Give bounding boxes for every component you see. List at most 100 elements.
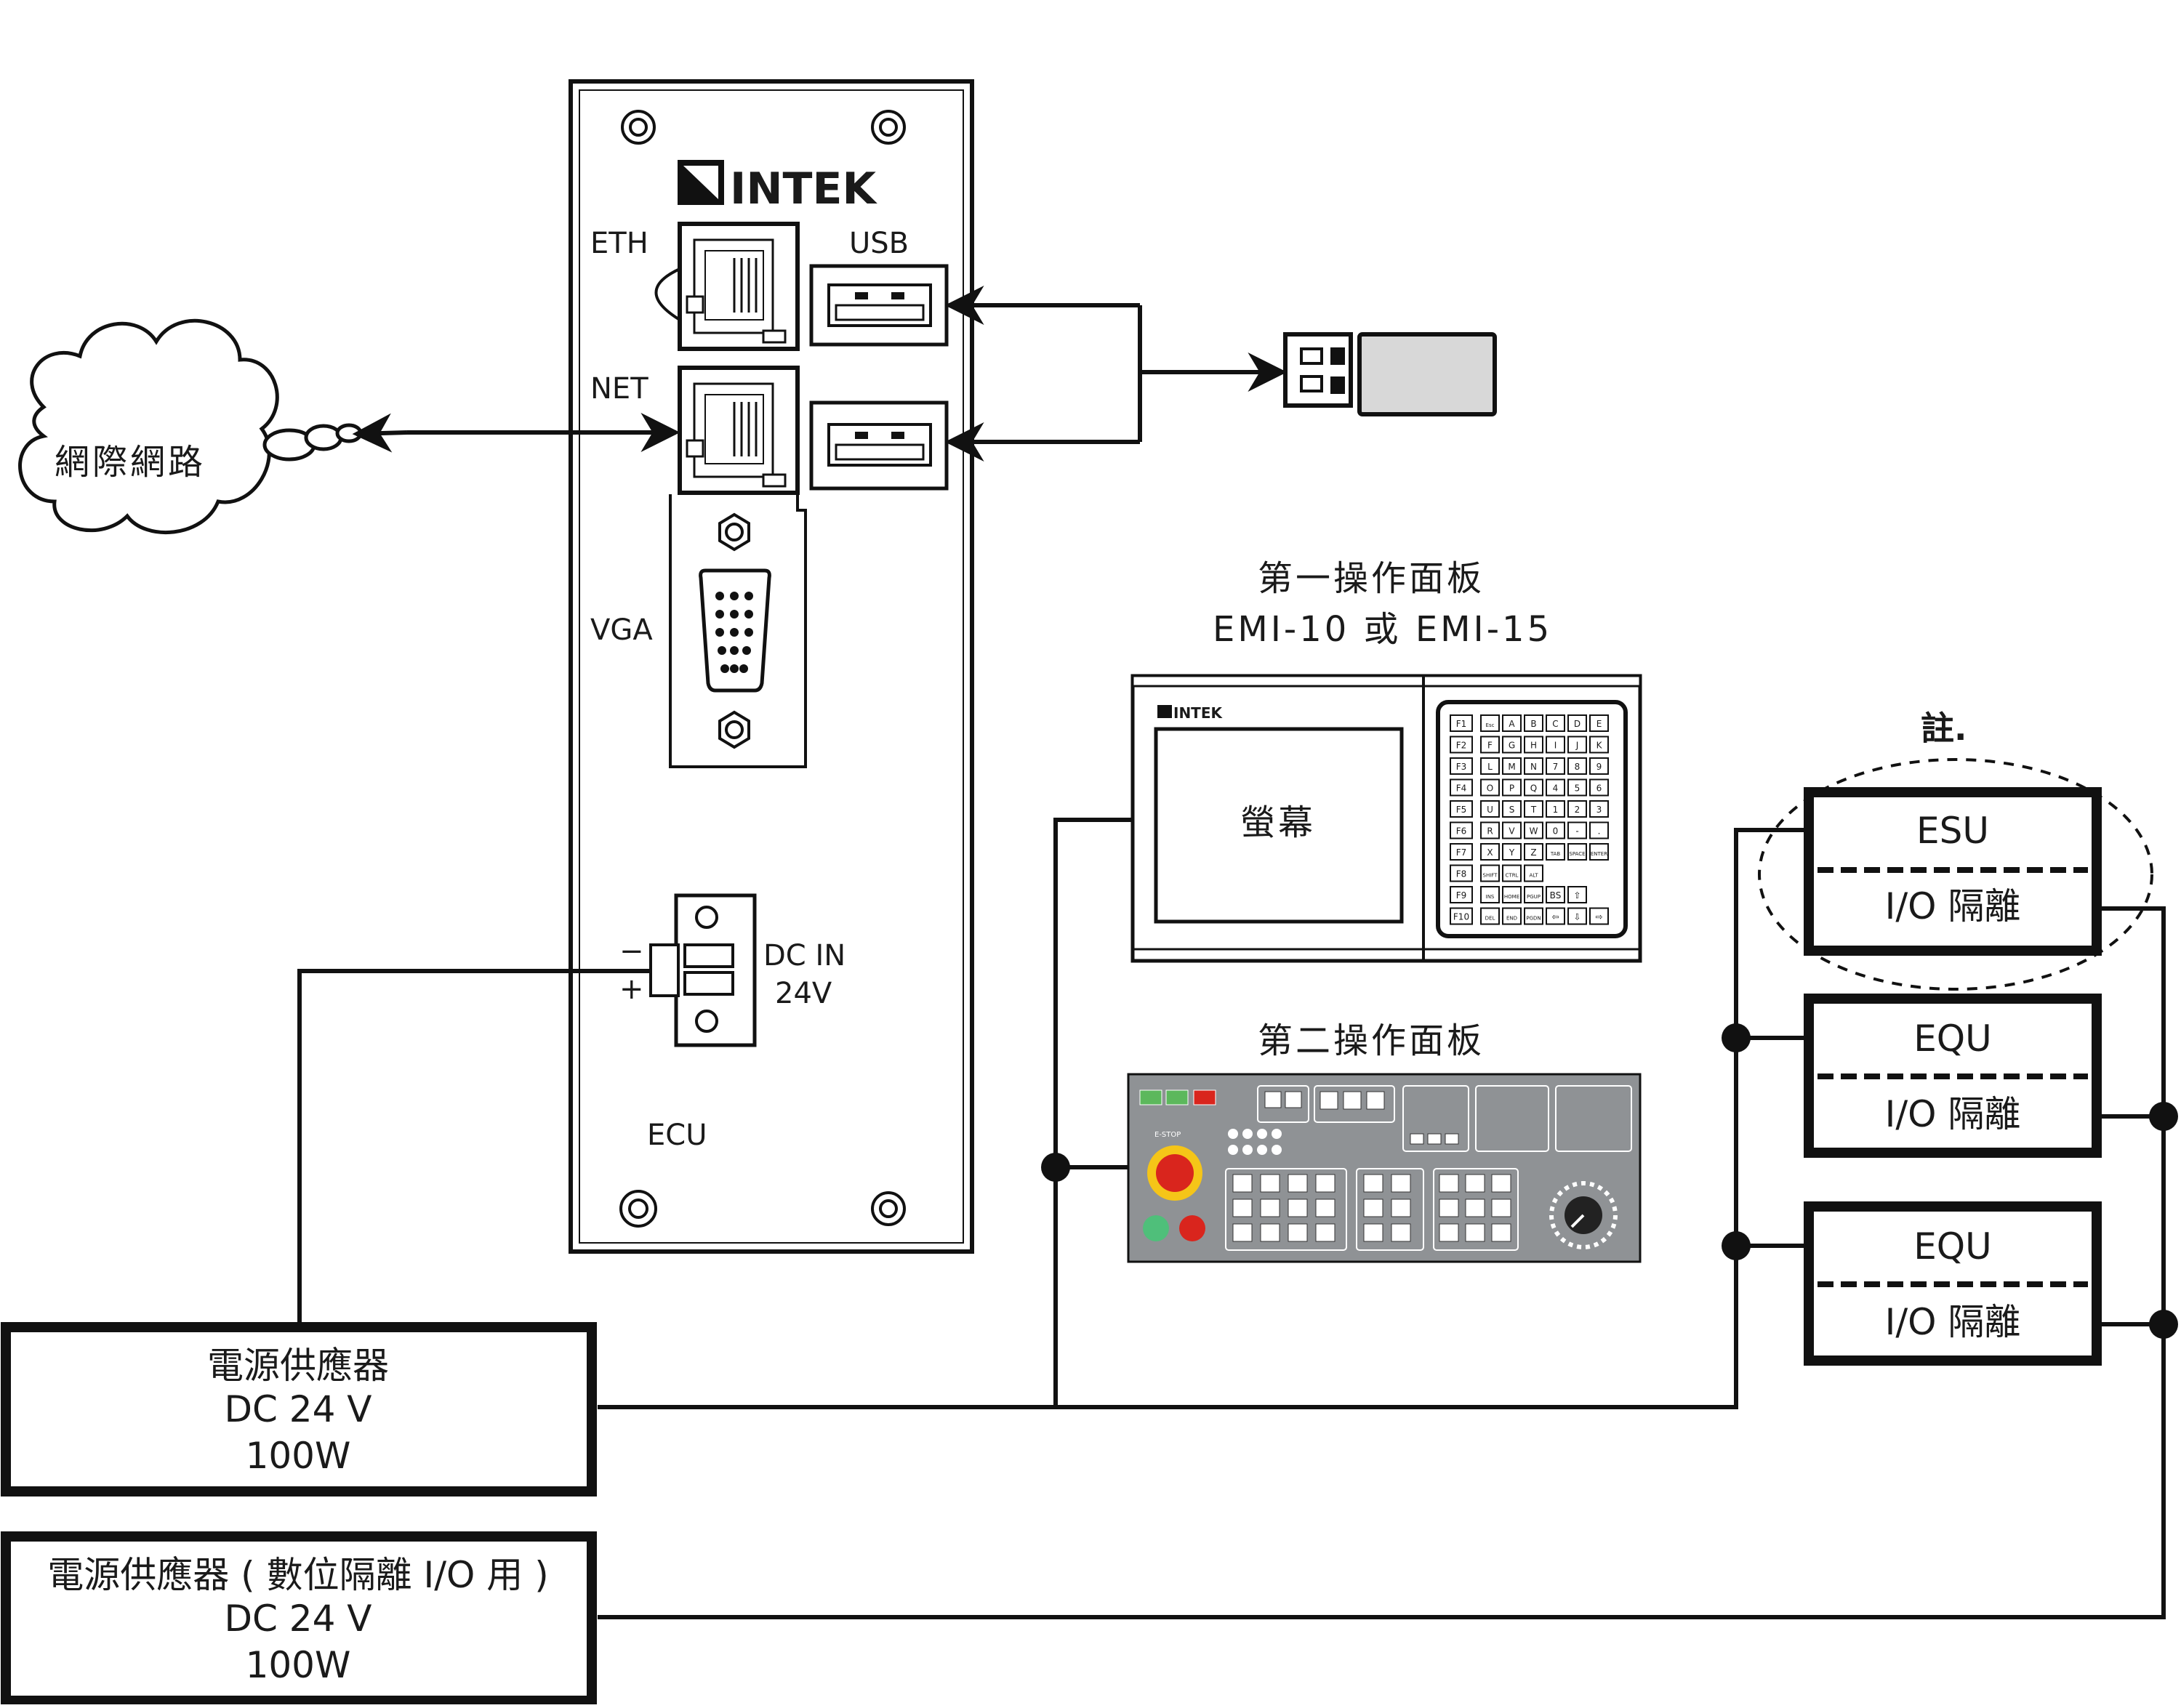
keypad-key[interactable] [1589,907,1609,925]
panel2-key[interactable] [1465,1199,1485,1217]
panel2-key[interactable] [1439,1199,1459,1217]
panel2-key[interactable] [1439,1174,1459,1193]
panel2-key[interactable] [1315,1223,1335,1242]
keypad-key[interactable] [1480,778,1500,797]
keypad-key[interactable] [1567,714,1587,732]
panel2-round-key[interactable] [1242,1129,1253,1139]
keypad-key[interactable] [1524,821,1543,839]
function-key[interactable] [1450,757,1473,775]
panel2-key[interactable] [1491,1223,1511,1242]
keypad-key[interactable] [1524,800,1543,818]
estop-button[interactable] [1147,1145,1202,1201]
function-key[interactable] [1450,778,1473,797]
keypad-key[interactable] [1524,864,1543,882]
panel2-key[interactable] [1232,1223,1253,1242]
net-port[interactable] [678,366,800,495]
keypad-key[interactable] [1502,736,1522,754]
keypad-key[interactable] [1502,864,1522,882]
cycle-stop-button[interactable] [1179,1215,1205,1241]
keypad-key[interactable] [1589,821,1609,839]
panel2-key[interactable] [1315,1199,1335,1217]
function-key[interactable] [1450,736,1473,754]
panel2-key[interactable] [1491,1199,1511,1217]
keypad-key[interactable] [1480,736,1500,754]
panel2-key[interactable] [1260,1174,1280,1193]
keypad-key[interactable] [1589,800,1609,818]
panel2-round-key[interactable] [1228,1129,1238,1139]
usb-port[interactable] [809,400,949,491]
keypad-key[interactable] [1567,843,1587,861]
keypad-key[interactable] [1567,907,1587,925]
panel2-key[interactable] [1232,1199,1253,1217]
keypad-key[interactable] [1567,886,1587,903]
keypad-key[interactable] [1546,886,1565,903]
keypad-key[interactable] [1480,800,1500,818]
keypad-key[interactable] [1589,757,1609,775]
keypad-key[interactable] [1524,714,1543,732]
panel2-key[interactable] [1465,1223,1485,1242]
keypad-key[interactable] [1524,757,1543,775]
keypad-key[interactable] [1480,907,1500,925]
panel2-key[interactable] [1260,1223,1280,1242]
function-key[interactable] [1450,714,1473,732]
keypad-key[interactable] [1546,821,1565,839]
panel2-key[interactable] [1288,1223,1308,1242]
panel2-key[interactable] [1366,1091,1385,1110]
function-key[interactable] [1450,864,1473,882]
panel2-key[interactable] [1465,1174,1485,1193]
keypad-key[interactable] [1502,714,1522,732]
keypad-key[interactable] [1502,757,1522,775]
panel2-key[interactable] [1391,1199,1411,1217]
keypad-key[interactable] [1480,757,1500,775]
eth-port[interactable] [654,222,800,351]
panel2-key[interactable] [1343,1091,1362,1110]
keypad-key[interactable] [1567,821,1587,839]
function-key[interactable] [1450,821,1473,839]
panel2-key[interactable] [1391,1174,1411,1193]
keypad-key[interactable] [1546,843,1565,861]
vga-port[interactable] [699,568,771,693]
panel2-key[interactable] [1320,1091,1338,1110]
keypad-key[interactable] [1502,821,1522,839]
panel2-key[interactable] [1264,1091,1282,1108]
panel2-key[interactable] [1232,1174,1253,1193]
panel2-key[interactable] [1491,1174,1511,1193]
keypad-key[interactable] [1589,778,1609,797]
panel2-key[interactable] [1315,1174,1335,1193]
keypad-key[interactable] [1546,757,1565,775]
keypad-key[interactable] [1567,736,1587,754]
panel2-key[interactable] [1363,1199,1383,1217]
panel2-key[interactable] [1439,1223,1459,1242]
keypad-key[interactable] [1502,886,1522,903]
keypad-key[interactable] [1480,714,1500,732]
panel2-round-key[interactable] [1228,1145,1238,1155]
panel2-round-key[interactable] [1242,1145,1253,1155]
cycle-start-button[interactable] [1143,1215,1169,1241]
panel2-key[interactable] [1288,1199,1308,1217]
dc-in-connector[interactable] [649,893,757,1047]
panel2-round-key[interactable] [1272,1129,1282,1139]
keypad-key[interactable] [1480,821,1500,839]
keypad-key[interactable] [1567,757,1587,775]
usb-port[interactable] [809,264,949,347]
keypad-key[interactable] [1546,907,1565,925]
keypad-key[interactable] [1546,736,1565,754]
keypad-key[interactable] [1589,736,1609,754]
panel2-round-key[interactable] [1257,1129,1267,1139]
function-key[interactable] [1450,843,1473,861]
keypad-key[interactable] [1589,843,1609,861]
keypad-key[interactable] [1524,907,1543,925]
keypad-key[interactable] [1546,778,1565,797]
keypad-key[interactable] [1546,800,1565,818]
keypad-key[interactable] [1524,886,1543,903]
keypad-key[interactable] [1567,778,1587,797]
keypad-key[interactable] [1502,800,1522,818]
keypad-key[interactable] [1567,800,1587,818]
panel2-key[interactable] [1391,1223,1411,1242]
keypad-key[interactable] [1480,886,1500,903]
panel2-key[interactable] [1363,1174,1383,1193]
panel2-key[interactable] [1288,1174,1308,1193]
panel2-key[interactable] [1410,1133,1424,1145]
function-key[interactable] [1450,907,1473,925]
keypad-key[interactable] [1589,714,1609,732]
